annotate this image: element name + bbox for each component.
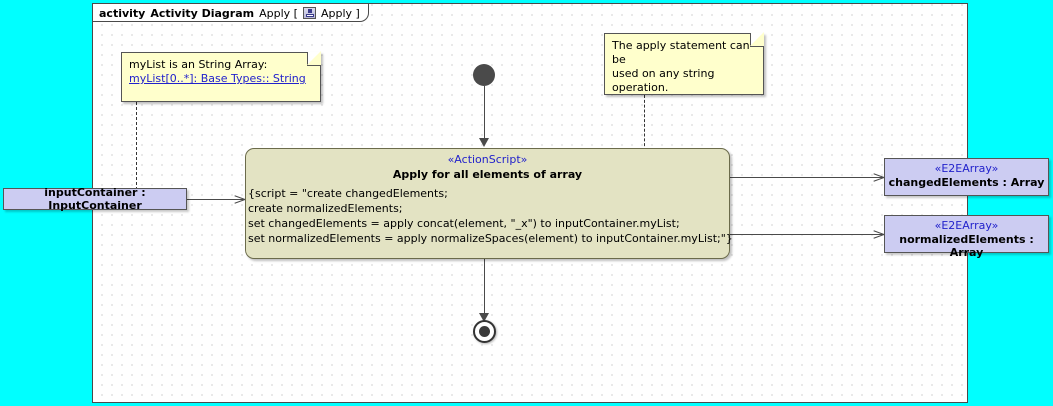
flow-arrow-input — [234, 199, 245, 200]
object-normalized-elements-label: normalizedElements : Array — [899, 233, 1034, 259]
object-changed-elements-label: changedElements : Array — [888, 176, 1045, 189]
object-input-container-label: inputContainer : InputContainer — [44, 186, 146, 212]
object-normalized-elements-stereotype: «E2EArray» — [934, 219, 999, 232]
note-fold-icon — [307, 51, 321, 66]
flow-action-to-changed — [730, 177, 884, 178]
diagram-label-suffix: Apply ] — [320, 6, 360, 20]
note-apply-line1: The apply statement can be — [612, 39, 750, 66]
diagram-label-prefix: Apply [ — [259, 6, 298, 20]
action-script-line-2: create normalizedElements; — [248, 202, 403, 215]
object-changed-elements-stereotype: «E2EArray» — [934, 162, 999, 175]
diagram-title-tab[interactable]: activity Activity Diagram Apply [ Apply … — [92, 3, 369, 22]
note-apply-statement[interactable]: The apply statement can be used on any s… — [604, 32, 764, 95]
action-node[interactable]: «ActionScript» Apply for all elements of… — [245, 148, 733, 259]
note-mylist-anchor — [136, 102, 137, 190]
note-apply-anchor — [644, 95, 645, 151]
note-apply-line2: used on any string — [612, 67, 715, 80]
activity-icon — [302, 7, 316, 19]
flow-arrow-changed — [873, 177, 884, 178]
flow-arrow-initial — [479, 138, 489, 147]
initial-node[interactable] — [473, 64, 495, 86]
flow-action-to-normalized — [730, 234, 884, 235]
diagram-name: Activity Diagram — [150, 6, 255, 20]
note-fold-icon — [750, 32, 764, 47]
flow-arrow-final — [479, 313, 489, 322]
note-mylist[interactable]: myList is an String Array: myList[0..*]:… — [121, 51, 321, 102]
flow-input-to-action — [187, 199, 245, 200]
object-normalized-elements[interactable]: «E2EArray» normalizedElements : Array — [884, 215, 1049, 259]
flow-action-to-final — [484, 259, 485, 315]
object-changed-elements[interactable]: «E2EArray» changedElements : Array — [884, 158, 1049, 196]
diagram-keyword: activity — [99, 6, 146, 20]
flow-initial-to-action — [484, 86, 485, 138]
note-mylist-link[interactable]: myList[0..*]: Base Types:: String — [129, 72, 306, 85]
object-input-container[interactable]: inputContainer : InputContainer — [3, 186, 187, 212]
action-script-line-3: set changedElements = apply concat(eleme… — [248, 217, 680, 230]
action-script-line-1: {script = "create changedElements; — [248, 187, 448, 200]
frame-top-border — [92, 3, 968, 4]
action-stereotype: «ActionScript» — [447, 153, 528, 166]
action-script-line-4: set normalizedElements = apply normalize… — [248, 232, 733, 245]
note-mylist-line1: myList is an String Array: — [129, 58, 268, 71]
flow-arrow-normalized — [873, 234, 884, 235]
note-apply-line3: operation. — [612, 81, 669, 94]
action-name: Apply for all elements of array — [392, 168, 583, 181]
activity-final-node[interactable] — [473, 320, 496, 343]
